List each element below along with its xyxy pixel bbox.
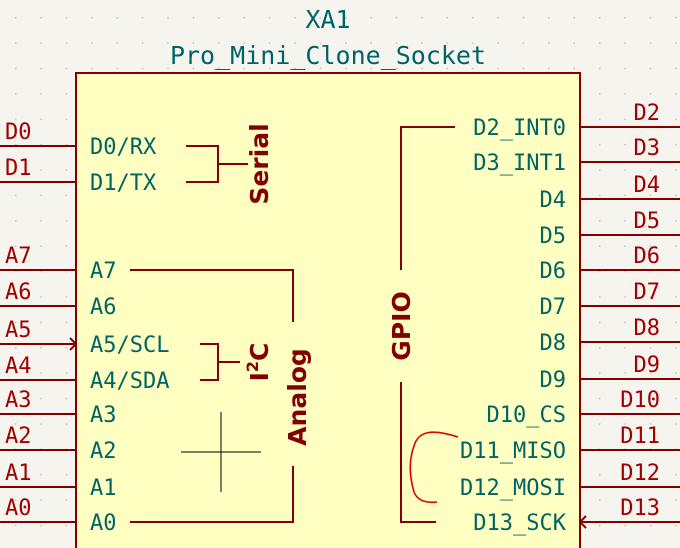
spi-bracket [409,431,459,504]
analog-group-label: Analog [283,348,312,446]
component-body[interactable] [75,72,581,548]
i2c-bracket [200,343,240,381]
pin-label: D4 [540,188,567,213]
net-label: A7 [5,244,32,269]
analog-bracket [130,269,294,523]
net-label: D9 [634,353,661,378]
pin-label: D7 [540,295,567,320]
net-label: A3 [5,388,32,413]
serial-bracket [186,145,248,183]
pin-label: A1 [90,476,117,501]
pin-label: A3 [90,403,117,428]
pin-label: D1/TX [90,171,157,196]
net-label: D1 [5,156,32,181]
component-value: Pro_Mini_Clone_Socket [170,41,486,70]
net-label: D5 [634,209,661,234]
anchor-crosshair [181,412,261,492]
net-label: A6 [5,280,32,305]
pin-label: D3_INT1 [473,151,566,176]
left-pin-group: D0D0/RXD1D1/TXA7A7A6A6A5A5/SCLA4A4/SDAA3… [0,120,169,536]
net-label: D7 [634,280,661,305]
pin-label: A7 [90,259,117,284]
pin-label: D0/RX [90,135,157,160]
pin-label: D12_MOSI [460,476,566,501]
pin-label: D9 [540,368,567,393]
pin-label: A4/SDA [90,369,169,394]
pin-label: D10_CS [487,403,566,428]
right-pin-group: D2D2_INT0D3D3_INT1D4D4D5D5D6D6D7D7D8D8D9… [460,101,680,536]
pin-label: D5 [540,224,567,249]
net-label: A5 [5,318,32,343]
component-reference: XA1 [305,5,350,34]
pin-label: A5/SCL [90,333,169,358]
pin-label: D13_SCK [473,511,566,536]
net-label: D6 [634,244,661,269]
i2c-group-label: I2C [243,343,274,382]
net-label: A4 [5,354,32,379]
net-label: D2 [634,101,661,126]
pin-label: A6 [90,295,117,320]
gpio-group-label: GPIO [387,291,416,360]
net-label: D8 [634,316,661,341]
net-label: D10 [620,388,660,413]
pin-label: D2_INT0 [473,116,566,141]
gpio-bracket [400,126,455,523]
pin-label: D8 [540,331,567,356]
net-label: D0 [5,120,32,145]
pin-label: A2 [90,439,117,464]
pin-label: A0 [90,511,117,536]
pin-label: D6 [540,259,567,284]
output-arrow-icon [579,515,587,529]
net-label: D13 [620,496,660,521]
serial-group-label: Serial [245,123,274,204]
net-label: A0 [5,496,32,521]
pin-label: D11_MISO [460,439,566,464]
net-label: D4 [634,173,661,198]
net-label: D12 [620,461,660,486]
net-label: A1 [5,461,32,486]
input-arrow-icon [69,337,77,351]
net-label: A2 [5,424,32,449]
net-label: D11 [620,424,660,449]
net-label: D3 [634,136,661,161]
